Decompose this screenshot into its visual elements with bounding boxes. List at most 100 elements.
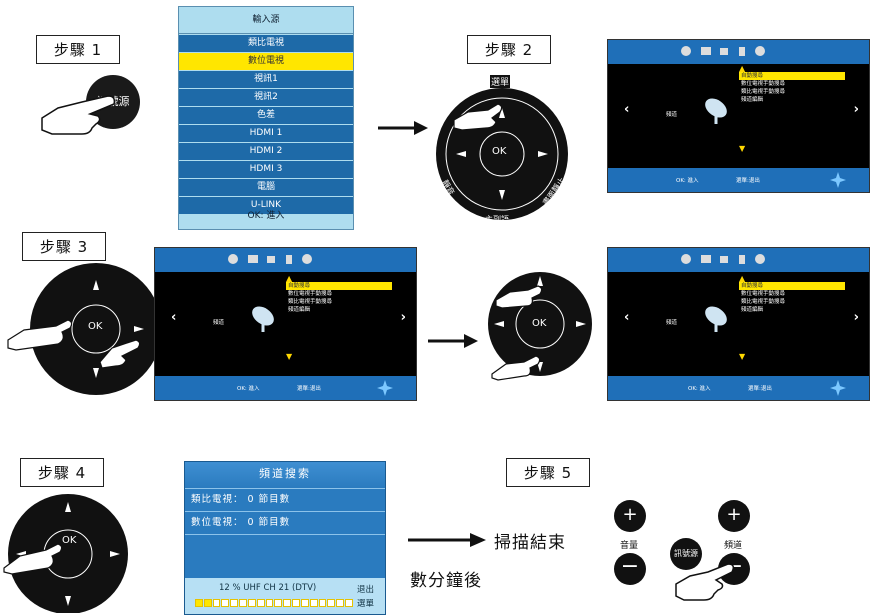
tv-channel-menu-2: ‹ › 頻道 ▲ ▼ 自動搜尋 數位電視手動搜尋 類比電視手動搜尋 頻道編輯 O… <box>154 247 417 401</box>
step-5-label: 步驟 5 <box>506 458 590 487</box>
left-arrow-icon[interactable]: ‹ <box>624 310 630 325</box>
exit-label[interactable]: 退出 <box>357 585 375 595</box>
source-menu: 輸入源 類比電視 數位電視 視訊1 視訊2 色差 HDMI 1 HDMI 2 H… <box>178 6 354 230</box>
source-button[interactable]: 訊號源 <box>670 538 702 570</box>
hand-icon <box>675 563 735 601</box>
progress-cell <box>318 599 327 607</box>
down-arrow-icon: ▼ <box>739 352 746 361</box>
source-menu-footer: OK: 進入 <box>247 211 285 221</box>
volume-label: 音量 <box>620 541 639 551</box>
right-arrow-icon[interactable]: › <box>853 102 859 117</box>
progress-cell <box>345 599 353 607</box>
progress-cell <box>239 599 247 607</box>
arrow-right-icon <box>428 334 478 348</box>
settings-icon <box>286 255 292 264</box>
tv-bottombar: OK: 進入 選單:退出 <box>608 376 869 400</box>
progress-cell <box>256 599 265 607</box>
source-button-label: 訊號源 <box>674 549 698 558</box>
source-item-selected[interactable]: 數位電視 <box>179 53 353 70</box>
source-item[interactable]: 色差 <box>179 107 353 124</box>
progress-cell <box>212 599 221 607</box>
menu-item[interactable]: 頻道編輯 <box>741 97 764 103</box>
tv-topbar <box>608 248 869 272</box>
up-arrow-icon: ▲ <box>739 64 746 73</box>
lock-icon <box>755 254 765 264</box>
progress-cell <box>265 599 274 607</box>
volume-down-button[interactable]: − <box>614 553 646 585</box>
down-arrow-icon: ▼ <box>286 352 293 361</box>
satellite-dish-icon <box>705 306 727 332</box>
footer-ok: OK: 進入 <box>688 386 711 392</box>
left-arrow-icon[interactable]: ‹ <box>171 310 177 325</box>
channel-label: 頻道 <box>724 541 743 551</box>
audio-key-label: 主副語 <box>485 215 509 224</box>
tv-topbar <box>155 248 416 272</box>
footer-ok: OK: 進入 <box>676 178 699 184</box>
satellite-icon <box>681 46 691 56</box>
left-arrow-icon[interactable]: ‹ <box>624 102 630 117</box>
remote-dial-step3b[interactable] <box>488 262 598 392</box>
source-item[interactable]: 類比電視 <box>179 35 353 52</box>
right-arrow-icon[interactable]: › <box>400 310 406 325</box>
after-minutes-text: 數分鐘後 <box>410 571 482 591</box>
tv-menu-list: 自動搜尋 數位電視手動搜尋 類比電視手動搜尋 頻道編輯 <box>739 282 845 314</box>
menu-item[interactable]: 類比電視手動搜尋 <box>288 299 333 305</box>
menu-item[interactable]: 數位電視手動搜尋 <box>741 291 786 297</box>
menu-item[interactable]: 類比電視手動搜尋 <box>741 299 786 305</box>
progress-cell <box>247 599 256 607</box>
progress-cell <box>283 599 292 607</box>
progress-cell <box>274 599 283 607</box>
channel-up-button[interactable]: + <box>718 500 750 532</box>
volume-up-button[interactable]: + <box>614 500 646 532</box>
remote-dial-step3[interactable] <box>0 260 160 398</box>
menu-item-auto[interactable]: 自動搜尋 <box>286 282 392 290</box>
menu-key-label: 選單 <box>490 75 511 88</box>
channel-search-window: 頻道搜索 類比電視： 0 節目數 數位電視： 0 節目數 12 % UHF CH… <box>184 461 386 615</box>
progress-cell <box>336 599 345 607</box>
menu-item[interactable]: 頻道編輯 <box>288 307 311 313</box>
menu-item-auto[interactable]: 自動搜尋 <box>739 72 845 80</box>
step-3-label: 步驟 3 <box>22 232 106 261</box>
tv-channel-menu: ‹ › 頻道 ▲ ▼ 自動搜尋 數位電視手動搜尋 類比電視手動搜尋 頻道編輯 O… <box>607 39 870 193</box>
source-item[interactable]: 電腦 <box>179 179 353 196</box>
source-item[interactable]: U-LINK <box>179 197 353 214</box>
progress-cell <box>230 599 239 607</box>
menu-item[interactable]: 數位電視手動搜尋 <box>741 81 786 87</box>
tv-menu-list: 自動搜尋 數位電視手動搜尋 類比電視手動搜尋 頻道編輯 <box>286 282 392 314</box>
menu-item-auto[interactable]: 自動搜尋 <box>739 282 845 290</box>
right-arrow-icon[interactable]: › <box>853 310 859 325</box>
scan-complete-text: 掃描結束 <box>494 533 566 553</box>
atv-count: 類比電視： 0 節目數 <box>185 489 385 512</box>
progress-cell <box>195 599 203 607</box>
satellite-dish-icon <box>705 98 727 124</box>
ok-key-label[interactable]: OK <box>62 535 77 546</box>
nav-cross-icon <box>377 380 393 396</box>
menu-item[interactable]: 類比電視手動搜尋 <box>741 89 786 95</box>
tv-channel-menu-3: ‹ › 頻道 ▲ ▼ 自動搜尋 數位電視手動搜尋 類比電視手動搜尋 頻道編輯 O… <box>607 247 870 401</box>
ok-key-label[interactable]: OK <box>492 146 507 157</box>
source-item[interactable]: HDMI 1 <box>179 125 353 142</box>
footer-exit: 選單:退出 <box>297 386 321 392</box>
menu-item[interactable]: 數位電視手動搜尋 <box>288 291 333 297</box>
source-item[interactable]: 視訊1 <box>179 71 353 88</box>
source-item[interactable]: 視訊2 <box>179 89 353 106</box>
tv-topbar <box>608 40 869 64</box>
satellite-icon <box>681 254 691 264</box>
picture-icon <box>248 255 258 263</box>
menu-label[interactable]: 選單 <box>357 599 375 609</box>
source-item[interactable]: HDMI 3 <box>179 161 353 178</box>
remote-dial-step4[interactable] <box>0 488 130 613</box>
ok-key-label[interactable]: OK <box>532 318 547 329</box>
source-item[interactable]: HDMI 2 <box>179 143 353 160</box>
remote-dial[interactable] <box>432 82 572 227</box>
picture-icon <box>701 47 711 55</box>
sound-icon <box>720 256 728 263</box>
ok-key-label[interactable]: OK <box>88 321 103 332</box>
menu-item[interactable]: 頻道編輯 <box>741 307 764 313</box>
channel-label: 頻道 <box>213 320 225 326</box>
settings-icon <box>739 47 745 56</box>
settings-icon <box>739 255 745 264</box>
progress-cell <box>309 599 318 607</box>
progress-cell <box>292 599 300 607</box>
arrow-right-icon <box>378 121 428 135</box>
